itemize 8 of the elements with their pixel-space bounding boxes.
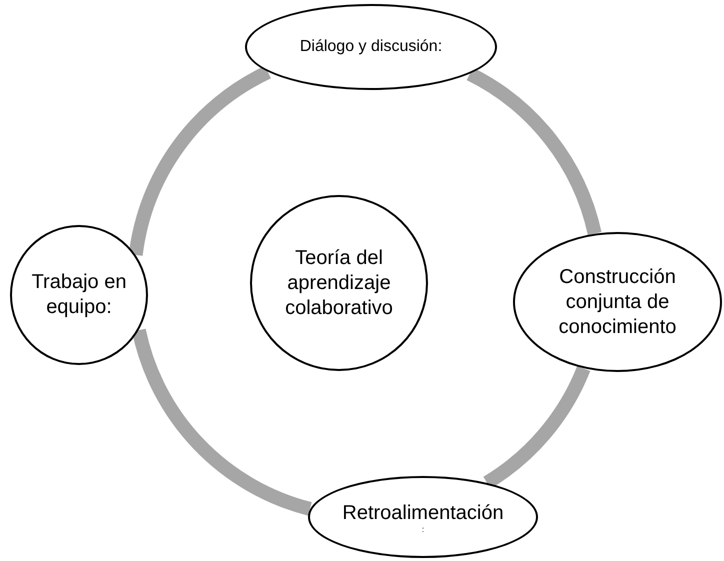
ring-connector xyxy=(128,66,272,256)
node-label: Diálogo y discusión: xyxy=(300,37,442,57)
node-note: : xyxy=(422,526,424,534)
node-label: Teoría del aprendizaje colaborativo xyxy=(284,246,394,320)
node-label: Trabajo en equipo: xyxy=(30,270,128,320)
ring-connector xyxy=(132,328,312,516)
node-label: Construcción conjunta de conocimiento xyxy=(558,264,678,340)
node-label: Retroalimentación xyxy=(342,500,504,526)
